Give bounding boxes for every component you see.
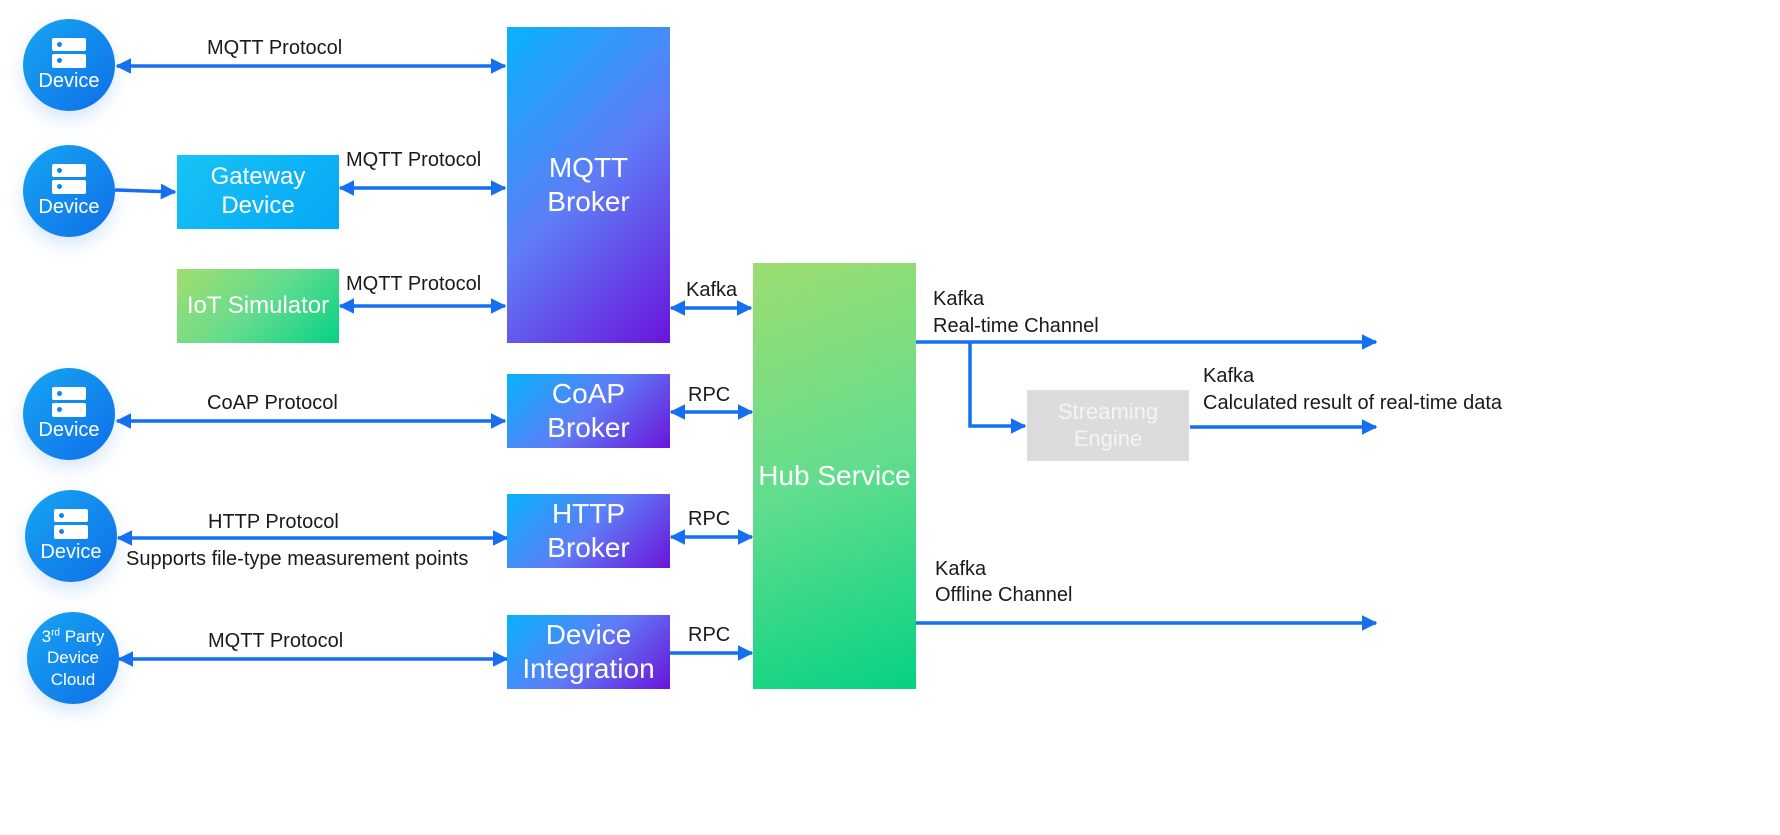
edge-note-http-files: Supports file-type measurement points	[126, 548, 469, 570]
edge-label-integration-hub: RPC	[688, 624, 731, 646]
third-party-device-cloud: 3rd Party Device Cloud	[27, 612, 119, 704]
edge-label-calc-1: Kafka	[1203, 365, 1255, 387]
http-broker-node: HTTP Broker	[507, 494, 670, 568]
edge-label-coap: CoAP Protocol	[207, 392, 338, 414]
third-party-word: Party	[59, 627, 105, 647]
hub-service-node: Hub Service	[753, 263, 916, 689]
device-label: Device	[38, 418, 100, 441]
device-node-4: Device	[25, 490, 117, 582]
device-node-1: Device	[23, 19, 115, 111]
arrow-to-streaming	[968, 342, 1027, 434]
gateway-device-node: Gateway Device	[177, 155, 339, 229]
iot-simulator-node: IoT Simulator	[177, 269, 339, 343]
third-party-line2: Device	[47, 648, 99, 668]
edge-label-offline-2: Offline Channel	[935, 584, 1073, 606]
server-icon	[52, 163, 86, 194]
device-label: Device	[38, 195, 100, 218]
edge-label-coap-hub: RPC	[688, 384, 731, 406]
edge-label-http-hub: RPC	[688, 508, 731, 530]
device-integration-node: Device Integration	[507, 615, 670, 689]
device-label: Device	[38, 69, 100, 92]
server-icon	[52, 386, 86, 417]
coap-broker-node: CoAP Broker	[507, 374, 670, 448]
server-icon	[54, 508, 88, 539]
edge-label-thirdparty-mqtt: MQTT Protocol	[208, 630, 344, 652]
third-party-ordinal-suffix: rd	[51, 627, 60, 639]
mqtt-broker-node: MQTT Broker	[507, 27, 670, 343]
third-party-label: 3rd Party Device Cloud	[42, 626, 105, 690]
edge-label-mqtt-hub: Kafka	[686, 279, 738, 301]
arrow-device2-gateway	[114, 183, 177, 200]
edge-label-gateway-mqtt: MQTT Protocol	[346, 149, 482, 171]
server-icon	[52, 37, 86, 68]
device-node-2: Device	[23, 145, 115, 237]
edge-label-calc-2: Calculated result of real-time data	[1203, 392, 1503, 414]
edge-label-realtime-1: Kafka	[933, 288, 985, 310]
device-node-3: Device	[23, 368, 115, 460]
edge-label-realtime-2: Real-time Channel	[933, 315, 1099, 337]
third-party-ordinal: 3	[41, 627, 52, 647]
edge-label-http: HTTP Protocol	[208, 511, 339, 533]
edge-label-offline-1: Kafka	[935, 558, 987, 580]
edge-label-simulator-mqtt: MQTT Protocol	[346, 273, 482, 295]
third-party-line3: Cloud	[50, 669, 96, 689]
edge-label-device1-mqtt: MQTT Protocol	[207, 37, 343, 59]
device-label: Device	[40, 540, 102, 563]
streaming-engine-node: Streaming Engine	[1027, 390, 1189, 461]
